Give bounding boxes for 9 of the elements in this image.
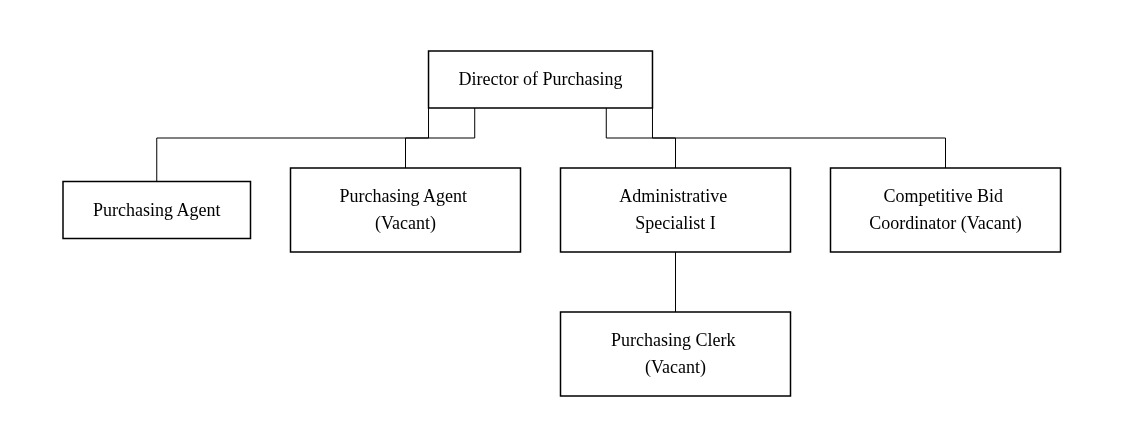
- node-box: Director of Purchasing: [427, 50, 653, 109]
- connector: [404, 107, 475, 169]
- node-box: Purchasing Clerk (Vacant): [559, 311, 791, 397]
- node-box: Purchasing Agent (Vacant): [289, 167, 521, 253]
- node-box: Purchasing Agent: [62, 180, 251, 240]
- node-box: Competitive Bid Coordinator (Vacant): [829, 167, 1061, 253]
- node-box: Administrative Specialist I: [559, 167, 791, 253]
- connector: [674, 251, 676, 313]
- connector: [605, 107, 676, 169]
